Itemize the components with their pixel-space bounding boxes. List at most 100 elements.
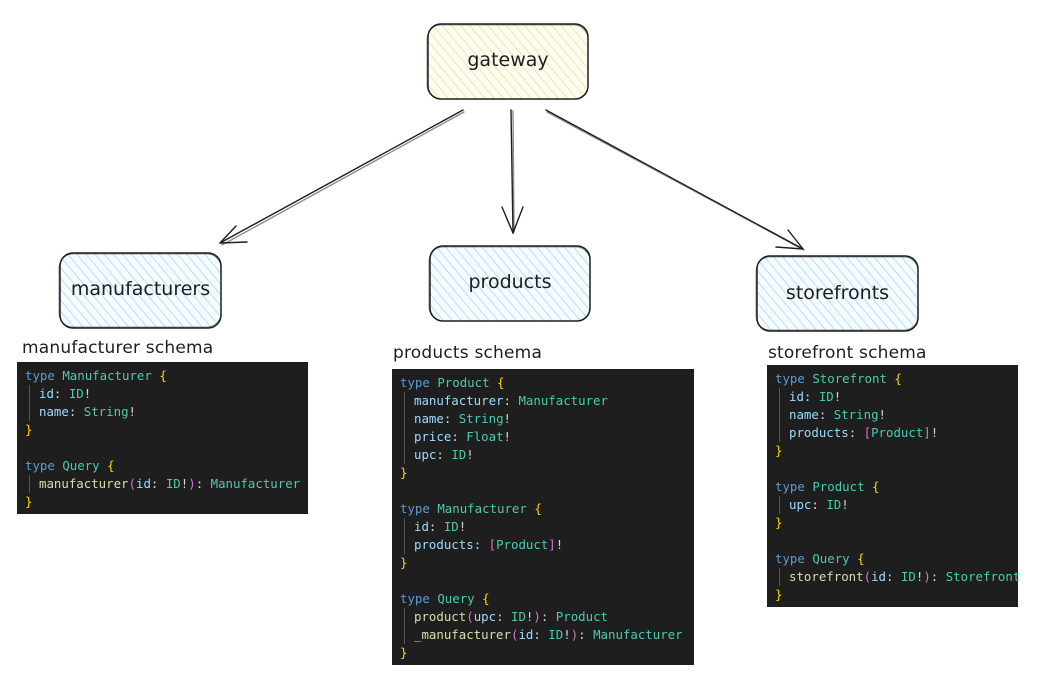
code-line: upc: ID! (400, 446, 686, 464)
code-token: ID (826, 497, 842, 512)
storefronts-node[interactable] (755, 255, 919, 332)
code-token: } (775, 587, 783, 602)
code-token: ] (548, 537, 556, 552)
code-token: ( (466, 609, 474, 624)
code-token: type (775, 551, 805, 566)
code-token: name (414, 411, 444, 426)
code-token: type (775, 479, 805, 494)
code-line: products: [Product]! (775, 424, 1010, 442)
code-line: } (400, 644, 686, 662)
code-token: products (789, 425, 849, 440)
products-label: products (468, 271, 552, 293)
code-line: type Product { (400, 374, 686, 392)
code-token: Product (437, 375, 490, 390)
code-line: type Manufacturer { (400, 500, 686, 518)
code-line: name: String! (775, 406, 1010, 424)
code-line: } (775, 442, 1010, 460)
code-token: ! (128, 404, 136, 419)
code-token: String (458, 411, 504, 426)
code-line: type Query { (775, 550, 1010, 568)
code-token: Manufacturer (593, 627, 683, 642)
code-token: type (25, 368, 55, 383)
code-token: id (414, 519, 429, 534)
products-node[interactable] (428, 245, 591, 322)
code-token (100, 458, 107, 473)
storefronts-label: storefronts (785, 282, 890, 304)
code-token: ! (525, 609, 534, 624)
manufacturers-node[interactable] (58, 252, 222, 329)
code-line: } (400, 464, 686, 482)
code-token: } (400, 645, 408, 660)
code-token: } (25, 422, 33, 437)
code-token: : (818, 407, 834, 422)
code-token: : (578, 627, 594, 642)
code-token: id (789, 389, 804, 404)
code-token: product (414, 609, 467, 624)
code-token: products (414, 537, 474, 552)
code-token (850, 551, 857, 566)
code-token: ! (458, 519, 467, 534)
code-token: type (400, 501, 430, 516)
code-token: : (68, 404, 84, 419)
code-token: { (482, 591, 490, 606)
code-line: id: ID! (775, 388, 1010, 406)
code-token: : (436, 447, 452, 462)
code-token (490, 375, 497, 390)
code-token: ID (900, 569, 916, 584)
code-line: } (775, 514, 1010, 532)
code-token: : (195, 476, 211, 491)
code-token: : (803, 389, 819, 404)
code-token: String (83, 404, 129, 419)
code-token: ID (818, 389, 834, 404)
code-token: : (540, 609, 556, 624)
code-token: Query (62, 458, 100, 473)
code-token: ) (923, 569, 931, 584)
code-line: storefront(id: ID!): Storefront (775, 568, 1020, 586)
arrow-gateway-to-products (501, 109, 524, 234)
code-token: : (503, 393, 519, 408)
code-token: [ (488, 537, 497, 552)
code-token: ] (923, 425, 931, 440)
code-line: } (400, 554, 686, 572)
code-token: { (857, 551, 865, 566)
code-token: { (107, 458, 115, 473)
code-line: products: [Product]! (400, 536, 686, 554)
code-token: [ (863, 425, 872, 440)
code-line: id: ID! (400, 518, 686, 536)
code-token: ! (503, 429, 512, 444)
code-line: type Query { (400, 590, 686, 608)
code-line: type Product { (775, 478, 1010, 496)
code-token (475, 591, 482, 606)
code-token: { (872, 479, 880, 494)
code-token: type (775, 371, 805, 386)
code-token: } (25, 494, 33, 509)
code-line: type Storefront { (775, 370, 1010, 388)
manufacturer-schema-code: type Manufacturer {id: ID!name: String!}… (17, 362, 308, 514)
manufacturers-label: manufacturers (70, 278, 211, 300)
code-token: name (789, 407, 819, 422)
storefront-schema-code: type Storefront {id: ID!name: String!pro… (767, 365, 1020, 607)
code-line: } (25, 493, 300, 511)
products-schema-code: type Product {manufacturer: Manufacturer… (392, 369, 694, 665)
code-line (775, 460, 1010, 478)
code-token: : (150, 476, 166, 491)
code-token: : (886, 569, 901, 584)
arrow-gateway-to-storefronts (545, 109, 805, 251)
code-token: ! (930, 425, 939, 440)
code-token: type (25, 458, 55, 473)
code-token: Product (871, 425, 924, 440)
code-token: ! (915, 569, 924, 584)
code-token: ! (466, 447, 474, 462)
code-token: ) (188, 476, 196, 491)
storefront-schema-title: storefront schema (768, 343, 927, 363)
code-token: } (400, 555, 408, 570)
code-token: Query (812, 551, 850, 566)
code-token: : (473, 537, 489, 552)
code-line: id: ID! (25, 385, 300, 403)
code-token: Manufacturer (437, 501, 527, 516)
gateway-node[interactable] (426, 23, 589, 100)
code-line: manufacturer(id: ID!): Manufacturer (25, 475, 300, 493)
code-token: upc (473, 609, 497, 624)
code-token: ID (511, 609, 526, 624)
code-token: Query (437, 591, 475, 606)
